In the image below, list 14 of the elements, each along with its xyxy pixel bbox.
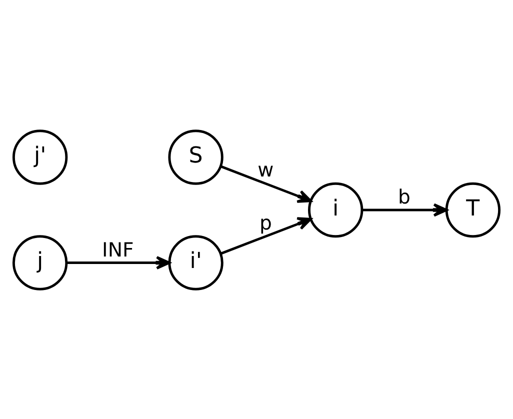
node-circle: i' bbox=[168, 234, 224, 290]
arrow bbox=[220, 164, 312, 202]
edge-label: b bbox=[398, 185, 410, 208]
arrow bbox=[220, 216, 312, 254]
node-circle: j bbox=[12, 234, 68, 290]
node-circle: i bbox=[308, 182, 364, 238]
node-circle: j' bbox=[12, 129, 68, 184]
edge-label: p bbox=[259, 210, 272, 234]
node-circle: S bbox=[168, 129, 224, 184]
arrow bbox=[362, 202, 448, 216]
edge-label: INF bbox=[102, 238, 134, 261]
edge-label: w bbox=[258, 158, 274, 182]
arrow bbox=[66, 255, 170, 269]
node-circle: T bbox=[445, 182, 501, 238]
